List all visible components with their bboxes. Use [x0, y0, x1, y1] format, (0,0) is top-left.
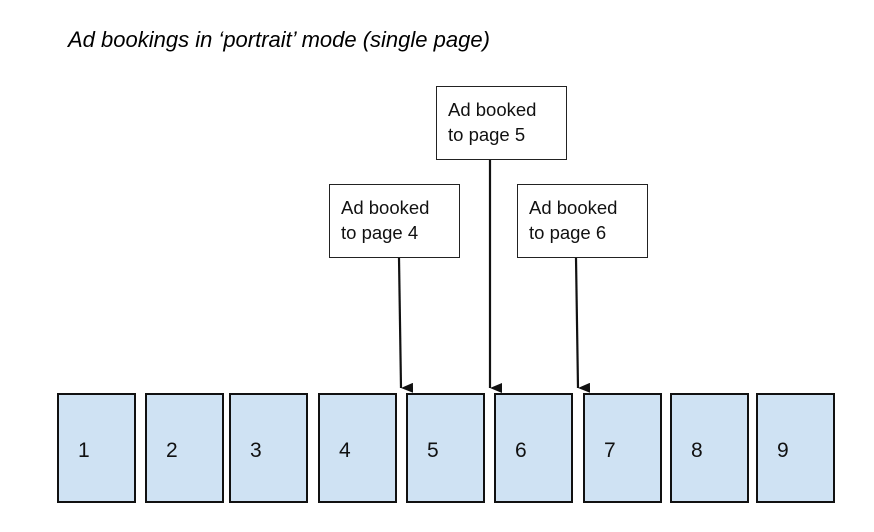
callout-line: to page 5 [448, 124, 526, 145]
page-number: 7 [604, 439, 616, 462]
page-3: 3 [229, 393, 308, 503]
callout-line: Ad booked [341, 197, 430, 218]
callout-line: to page 4 [341, 222, 419, 243]
callout-line: Ad booked [448, 99, 537, 120]
callout-page-5: Ad booked to page 5 [436, 86, 567, 160]
page-number: 1 [78, 439, 90, 462]
arrow-to-page-4 [397, 257, 414, 393]
page-number: 5 [427, 439, 439, 462]
diagram-title: Ad bookings in ‘portrait’ mode (single p… [68, 27, 490, 52]
page-8: 8 [670, 393, 749, 503]
page-5: 5 [406, 393, 485, 503]
callout-line: Ad booked [529, 197, 618, 218]
callout-page-4: Ad booked to page 4 [329, 184, 460, 258]
page-6: 6 [494, 393, 573, 503]
page-2: 2 [145, 393, 224, 503]
arrow-to-page-6 [574, 257, 591, 393]
page-4: 4 [318, 393, 397, 503]
page-number: 2 [166, 439, 178, 462]
page-number: 6 [515, 439, 527, 462]
callout-page-6: Ad booked to page 6 [517, 184, 648, 258]
page-1: 1 [57, 393, 136, 503]
page-number: 3 [250, 439, 262, 462]
page-number: 4 [339, 439, 351, 462]
callout-line: to page 6 [529, 222, 607, 243]
page-number: 9 [777, 439, 789, 462]
page-number: 8 [691, 439, 703, 462]
page-7: 7 [583, 393, 662, 503]
page-9: 9 [756, 393, 835, 503]
